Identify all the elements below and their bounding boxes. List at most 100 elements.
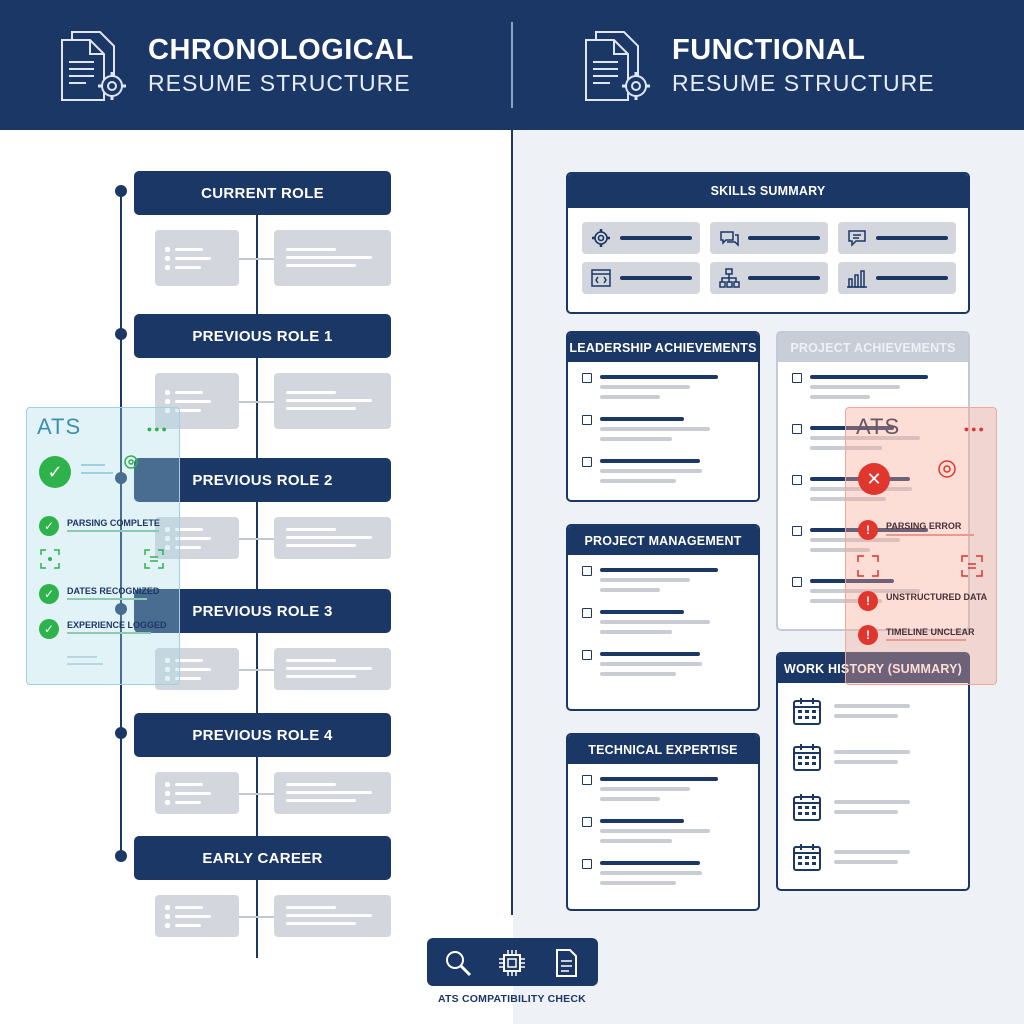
content-placeholder (274, 373, 391, 429)
checkbox[interactable] (792, 475, 802, 485)
checkbox[interactable] (792, 526, 802, 536)
checkbox[interactable] (582, 775, 592, 785)
skill-tile (710, 262, 828, 294)
error-x-icon: ✕ (858, 463, 890, 495)
calendar-icon (793, 844, 821, 871)
content-placeholder (155, 895, 239, 937)
placeholder-link (239, 538, 274, 540)
history-bar (834, 860, 898, 864)
list-detail-bar (600, 630, 672, 634)
calendar-icon (793, 744, 821, 771)
list-detail-bar (810, 497, 886, 501)
list-title-bar (600, 777, 718, 781)
content-placeholder (274, 517, 391, 559)
content-placeholder (155, 230, 239, 286)
skill-tile (582, 222, 700, 254)
checkbox[interactable] (582, 566, 592, 576)
checkbox[interactable] (582, 415, 592, 425)
skill-line (876, 276, 948, 280)
check-icon: ✓ (39, 619, 59, 639)
content-placeholder (155, 373, 239, 429)
list-detail-bar (600, 881, 676, 885)
timeline-dot (115, 328, 127, 340)
checkbox[interactable] (582, 817, 592, 827)
skill-line (876, 236, 948, 240)
list-detail-bar (600, 871, 702, 875)
check-icon: ✓ (39, 584, 59, 604)
timeline-dot (115, 603, 127, 615)
ats-fail-item: PARSING ERROR (886, 521, 962, 531)
chat-icon (720, 231, 739, 247)
list-title-bar (600, 459, 700, 463)
history-row (778, 792, 968, 826)
chip-icon[interactable] (497, 948, 527, 978)
list-detail-bar (600, 385, 690, 389)
timeline-dot (115, 472, 127, 484)
content-placeholder (155, 648, 239, 690)
role-connector (256, 633, 258, 713)
work-history-header: WORK HISTORY (SUMMARY) (778, 654, 968, 683)
magnifier-icon[interactable] (443, 948, 473, 978)
checkbox[interactable] (582, 608, 592, 618)
ats-pass-item: EXPERIENCE LOGGED (67, 620, 167, 630)
ats-fail-item: UNSTRUCTURED DATA (886, 592, 988, 602)
checkbox[interactable] (792, 373, 802, 383)
scan-document-icon (961, 555, 983, 577)
placeholder-link (239, 401, 274, 403)
list-detail-bar (810, 599, 882, 603)
checkbox[interactable] (792, 424, 802, 434)
list-detail-bar (600, 395, 660, 399)
list-title-bar (810, 426, 894, 430)
list-detail-bar (810, 538, 900, 542)
placeholder-link (239, 916, 274, 918)
work-history-card: WORK HISTORY (SUMMARY) (776, 652, 970, 891)
skill-line (748, 236, 820, 240)
role-header: PREVIOUS ROLE 2 (134, 458, 391, 502)
checkbox[interactable] (582, 373, 592, 383)
technical-expertise-header: TECHNICAL EXPERTISE (568, 735, 758, 764)
list-detail-bar (600, 578, 690, 582)
timeline-line (120, 192, 122, 860)
list-title-bar (600, 417, 684, 421)
chronological-subtitle: RESUME STRUCTURE (148, 70, 411, 96)
role-header: EARLY CAREER (134, 836, 391, 880)
list-detail-bar (810, 548, 870, 552)
list-detail-bar (600, 427, 710, 431)
ats-pass-panel: ATS ●●● ✓ ✓ PARSING COMPLETE ✓ DATES REC… (26, 407, 180, 685)
timeline-dot (115, 185, 127, 197)
list-detail-bar (600, 620, 710, 624)
alert-icon: ! (858, 625, 878, 645)
role-header: PREVIOUS ROLE 4 (134, 713, 391, 757)
technical-expertise-card: TECHNICAL EXPERTISE (566, 733, 760, 911)
history-row (778, 742, 968, 776)
check-icon: ✓ (39, 516, 59, 536)
checkbox[interactable] (792, 577, 802, 587)
timeline-dot (115, 850, 127, 862)
document-gear-icon (61, 31, 126, 101)
history-bar (834, 750, 910, 754)
history-bar (834, 810, 898, 814)
calendar-icon (793, 698, 821, 725)
window-dots-icon: ●●● (146, 424, 169, 434)
role-header: PREVIOUS ROLE 1 (134, 314, 391, 358)
header-divider (511, 22, 513, 108)
document-icon[interactable] (551, 947, 581, 979)
content-placeholder (274, 230, 391, 286)
skill-line (620, 276, 692, 280)
ats-fail-item: TIMELINE UNCLEAR (886, 627, 975, 637)
content-placeholder (274, 895, 391, 937)
ats-fail-panel: ATS ●●● ✕ ! PARSING ERROR ! UNSTRUCTURED… (845, 407, 997, 685)
checkbox[interactable] (582, 650, 592, 660)
checkbox[interactable] (582, 457, 592, 467)
checkbox[interactable] (582, 859, 592, 869)
comment-icon (848, 230, 866, 247)
role-header: PREVIOUS ROLE 3 (134, 589, 391, 633)
gear-icon (592, 229, 610, 247)
content-placeholder (155, 517, 239, 559)
list-detail-bar (600, 672, 676, 676)
ats-check-label: ATS COMPATIBILITY CHECK (438, 993, 586, 1005)
skills-summary-card: SKILLS SUMMARY (566, 172, 970, 314)
skill-tile (838, 222, 956, 254)
timeline-dot (115, 727, 127, 739)
leadership-header: LEADERSHIP ACHIEVEMENTS (568, 333, 758, 362)
